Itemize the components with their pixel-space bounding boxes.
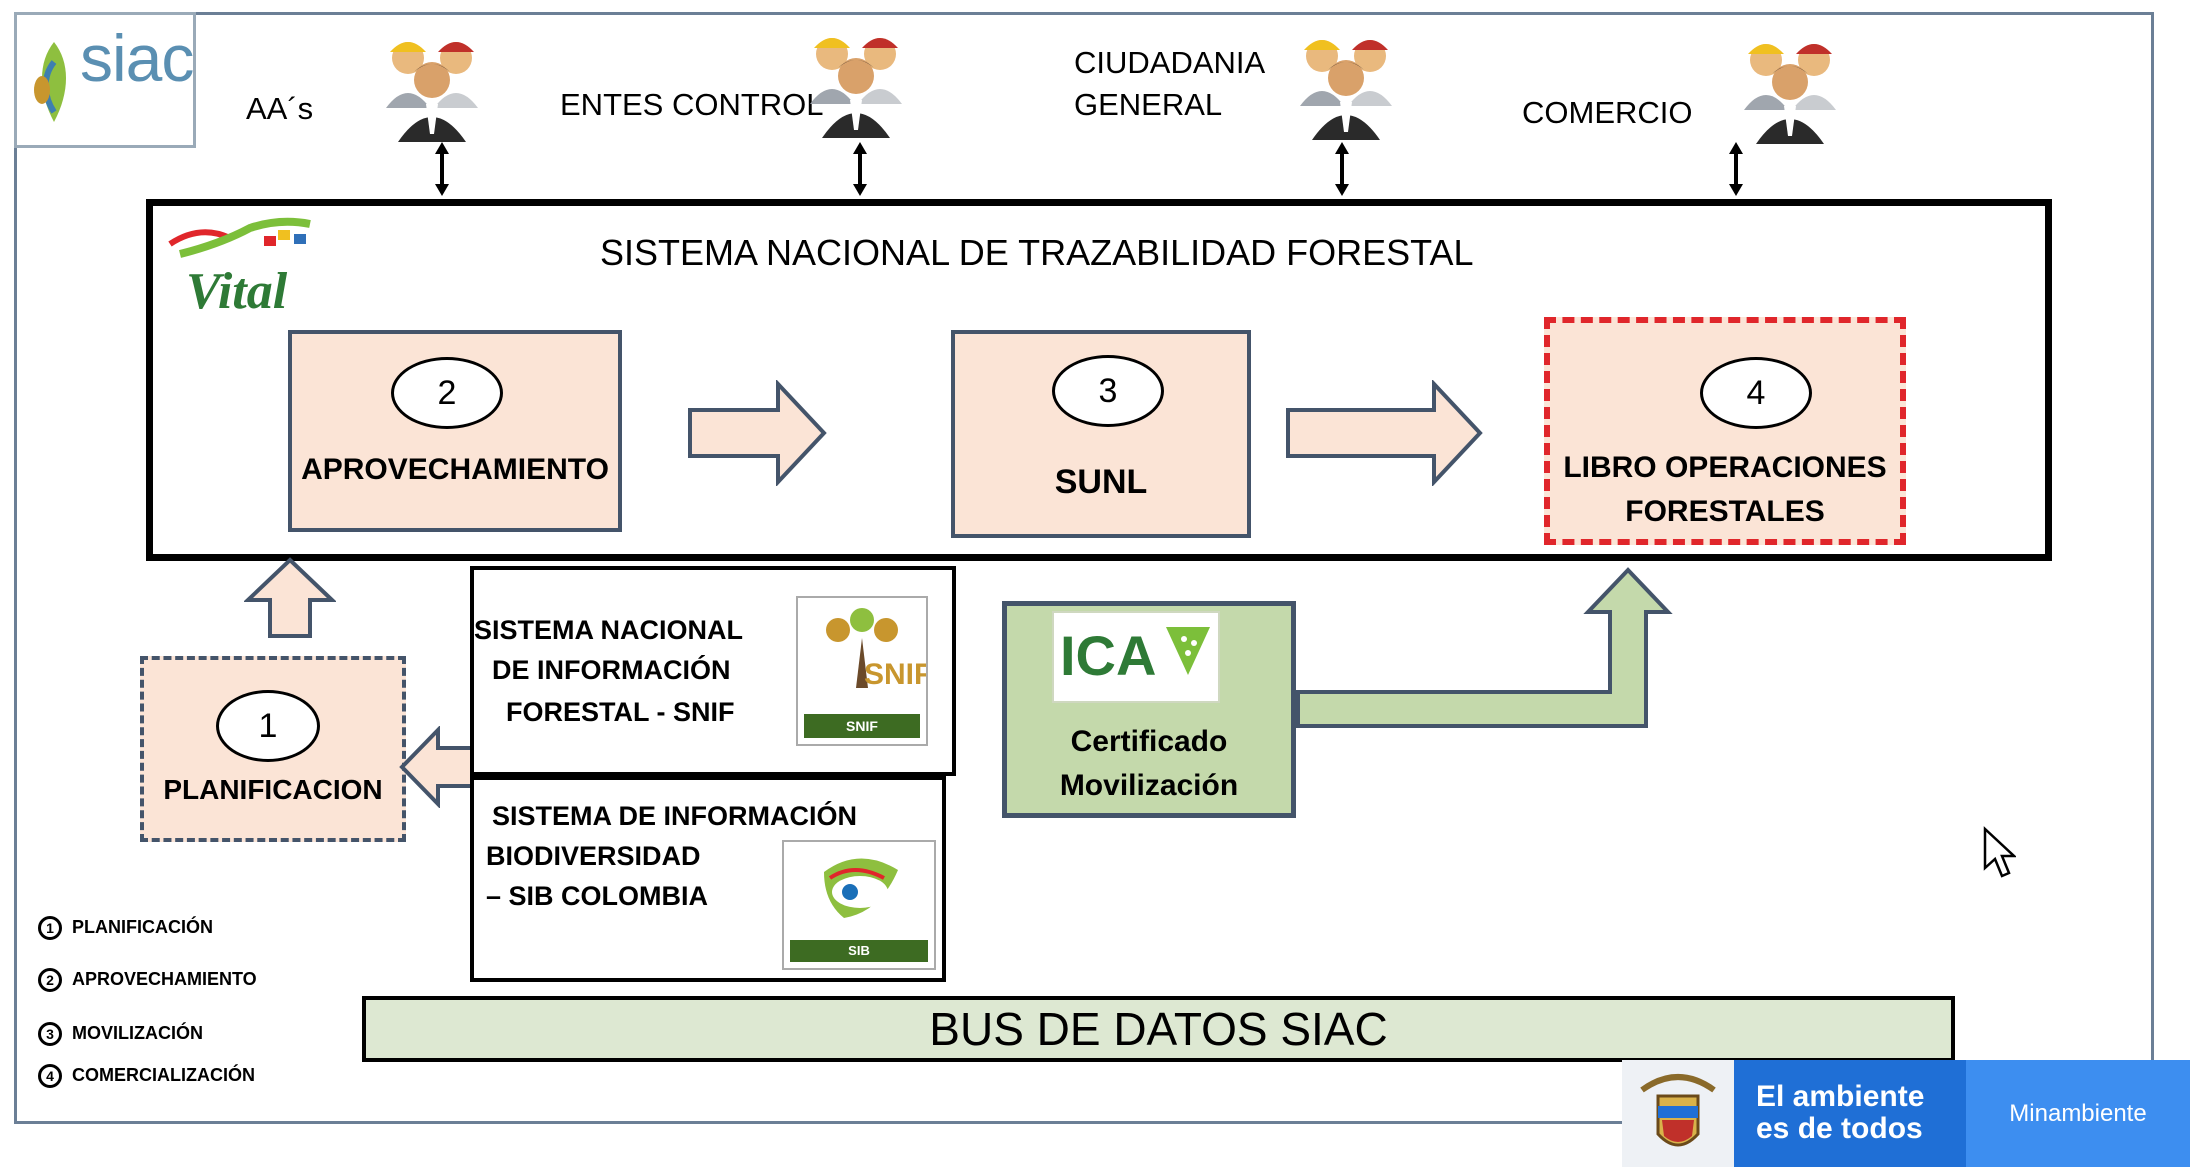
legend-number-3: 3 xyxy=(38,1022,62,1046)
bus-de-datos-siac: BUS DE DATOS SIAC xyxy=(362,996,1955,1062)
slogan-block: El ambiente es de todos xyxy=(1734,1060,1966,1167)
bidirectional-arrow-icon xyxy=(1729,142,1743,196)
process-number-1: 1 xyxy=(216,690,320,762)
siac-logo-text: siac xyxy=(80,21,194,95)
bidirectional-arrow-icon xyxy=(1335,142,1349,196)
bent-up-arrow-icon xyxy=(1296,567,1673,728)
actor-label-aas: AA´s xyxy=(246,91,314,126)
snif-logo-caption: SNIF xyxy=(804,714,920,738)
system-title: SISTEMA NACIONAL DE TRAZABILIDAD FORESTA… xyxy=(600,232,1474,273)
diagram-frame xyxy=(14,12,2154,1124)
legend-item-2: 2 APROVECHAMIENTO xyxy=(38,968,257,992)
people-group-icon xyxy=(810,38,902,138)
process-number-3: 3 xyxy=(1052,355,1164,427)
ica-label-line1: Certificado xyxy=(1070,725,1228,758)
ica-label-line2: Movilización xyxy=(1059,769,1239,802)
legend-label-2: APROVECHAMIENTO xyxy=(72,968,257,989)
process-label-aprovechamiento: APROVECHAMIENTO xyxy=(301,453,609,486)
snif-label-line2: DE INFORMACIÓN xyxy=(492,655,731,685)
actor-label-comercio: COMERCIO xyxy=(1522,95,1693,130)
process-libro-operaciones xyxy=(1544,317,1906,545)
tree-icon: SNIF xyxy=(826,608,932,691)
actor-label-ciudadania: CIUDADANIA xyxy=(1074,45,1266,80)
bidirectional-arrow-icon xyxy=(853,142,867,196)
people-group-icon xyxy=(386,42,478,142)
snif-label-line3: FORESTAL - SNIF xyxy=(506,697,735,727)
legend-number-4: 4 xyxy=(38,1064,62,1088)
legend-item-3: 3 MOVILIZACIÓN xyxy=(38,1022,203,1046)
vital-logo-icon: Vital xyxy=(168,217,311,318)
right-arrow-icon xyxy=(1286,380,1483,486)
sib-label-line1: SISTEMA DE INFORMACIÓN xyxy=(492,801,858,831)
process-label-planificacion: PLANIFICACION xyxy=(163,774,383,805)
sib-eye-icon xyxy=(824,858,898,918)
slogan-line1: El ambiente xyxy=(1756,1080,1925,1113)
people-group-icon xyxy=(1300,40,1392,140)
slogan-line2: es de todos xyxy=(1756,1112,1923,1145)
people-group-icon xyxy=(1744,44,1836,144)
legend-label-4: COMERCIALIZACIÓN xyxy=(72,1064,255,1085)
actor-label-general: GENERAL xyxy=(1074,87,1223,122)
ica-logo-icon: ICA xyxy=(1060,624,1210,687)
legend-item-1: 1 PLANIFICACIÓN xyxy=(38,916,213,940)
ica-logo: ICA xyxy=(1052,611,1220,703)
process-number-4: 4 xyxy=(1700,357,1812,429)
legend-label-1: PLANIFICACIÓN xyxy=(72,916,213,937)
mouse-cursor-icon xyxy=(1983,826,2016,878)
process-number-2: 2 xyxy=(391,357,503,429)
up-arrow-icon xyxy=(244,557,336,638)
svg-text:ICA: ICA xyxy=(1060,624,1156,687)
svg-text:Vital: Vital xyxy=(186,263,288,318)
process-label-libro-line2: FORESTALES xyxy=(1625,495,1825,528)
snif-logo: SNIF SNIF xyxy=(796,596,932,746)
snif-label-line1: SISTEMA NACIONAL xyxy=(474,615,743,645)
sib-logo-caption: SIB xyxy=(790,940,928,962)
legend-number-2: 2 xyxy=(38,968,62,992)
actor-label-entes-control: ENTES CONTROL xyxy=(560,87,824,122)
ica-certificado-box xyxy=(1002,601,1296,818)
process-label-libro-line1: LIBRO OPERACIONES xyxy=(1563,451,1887,484)
sib-label-line2: BIODIVERSIDAD xyxy=(486,841,701,871)
svg-text:SNIF: SNIF xyxy=(864,658,926,691)
process-label-sunl: SUNL xyxy=(1054,463,1148,501)
legend-number-1: 1 xyxy=(38,916,62,940)
legend-item-4: 4 COMERCIALIZACIÓN xyxy=(38,1064,255,1088)
bidirectional-arrow-icon xyxy=(435,142,449,196)
siac-leaf-icon xyxy=(34,42,66,122)
minambiente-label: Minambiente xyxy=(1966,1060,2190,1167)
coat-of-arms-icon xyxy=(1640,1074,1716,1147)
sib-label-line3: – SIB COLOMBIA xyxy=(486,881,709,911)
colombia-coat-of-arms xyxy=(1622,1060,1734,1167)
sib-logo: SIB xyxy=(782,840,936,970)
legend-label-3: MOVILIZACIÓN xyxy=(72,1022,203,1043)
right-arrow-icon xyxy=(688,380,827,486)
